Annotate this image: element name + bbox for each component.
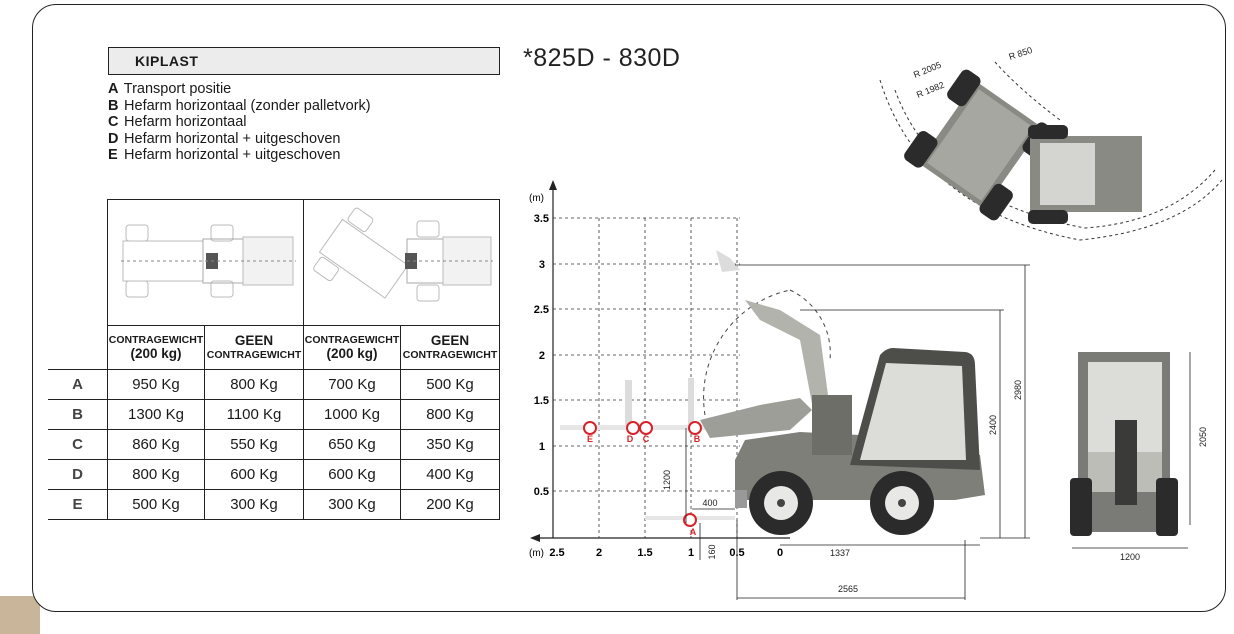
machine-side-view (700, 300, 985, 535)
dim-2980: 2980 (1013, 380, 1023, 400)
dim-1337: 1337 (830, 548, 850, 558)
turning-radius-view (879, 61, 1223, 241)
y-tick-2.5: 2.5 (534, 304, 549, 316)
legend-item-c: C Hefarm horizontaal (108, 114, 247, 130)
machine-front-view (1070, 352, 1178, 536)
marker-a (683, 513, 697, 527)
x-tick-2.5: 2.5 (549, 547, 564, 559)
section-title: KIPLAST (135, 53, 199, 69)
dim-2050: 2050 (1198, 427, 1208, 447)
machine-top-view-straight-icon (120, 224, 296, 297)
dim-1200-horizontal: 1200 (1120, 552, 1140, 562)
legend-item-e: E Hefarm horizontal + uitgeschoven (108, 147, 341, 163)
marker-b (688, 421, 702, 435)
legend-item-a: A Transport positie (108, 81, 232, 97)
y-unit-label: (m) (529, 193, 544, 204)
section-header: KIPLAST (108, 47, 500, 75)
legend-item-d: D Hefarm horizontal + uitgeschoven (108, 130, 341, 147)
legend-item-b: B Hefarm horizontaal (zonder palletvork) (108, 97, 371, 114)
y-tick-3: 3 (539, 259, 545, 271)
y-tick-1.5: 1.5 (534, 395, 549, 407)
y-tick-3.5: 3.5 (534, 213, 549, 225)
dim-1200-vertical: 1200 (662, 470, 672, 490)
machine-top-view-articulated-icon (312, 207, 493, 301)
marker-e (583, 421, 597, 435)
straight-machine-cell (107, 199, 304, 326)
ghost-arm-positions (560, 250, 740, 520)
articulated-machine-cell (303, 199, 500, 326)
x-tick-0: 0 (777, 547, 783, 559)
load-center-markers: E D C B A (583, 421, 702, 537)
svg-text:E: E (587, 434, 593, 444)
svg-text:D: D (627, 434, 634, 444)
svg-text:C: C (643, 434, 650, 444)
dim-2565: 2565 (838, 584, 858, 594)
radius-1982: R 1982 (915, 80, 946, 100)
x-tick-1: 1 (688, 547, 694, 559)
dim-400: 400 (702, 498, 717, 508)
dim-2400: 2400 (988, 415, 998, 435)
marker-d (626, 421, 640, 435)
dim-160: 160 (707, 544, 717, 559)
radius-2005: R 2005 (912, 60, 943, 80)
model-title: *825D - 830D (523, 44, 681, 72)
x-tick-1.5: 1.5 (637, 547, 652, 559)
svg-text:B: B (694, 434, 701, 444)
radius-850: R 850 (1008, 45, 1034, 62)
position-legend: A Transport positie B Hefarm horizontaal… (108, 81, 371, 164)
y-tick-2: 2 (539, 350, 545, 362)
marker-c (639, 421, 653, 435)
y-tick-0.5: 0.5 (534, 486, 549, 498)
x-tick-2: 2 (596, 547, 602, 559)
svg-text:A: A (690, 527, 697, 537)
corner-accent (0, 596, 40, 634)
dimension-lines (685, 264, 1191, 600)
y-tick-1: 1 (539, 441, 545, 453)
x-unit-label: (m) (529, 548, 544, 559)
grid (553, 217, 740, 538)
